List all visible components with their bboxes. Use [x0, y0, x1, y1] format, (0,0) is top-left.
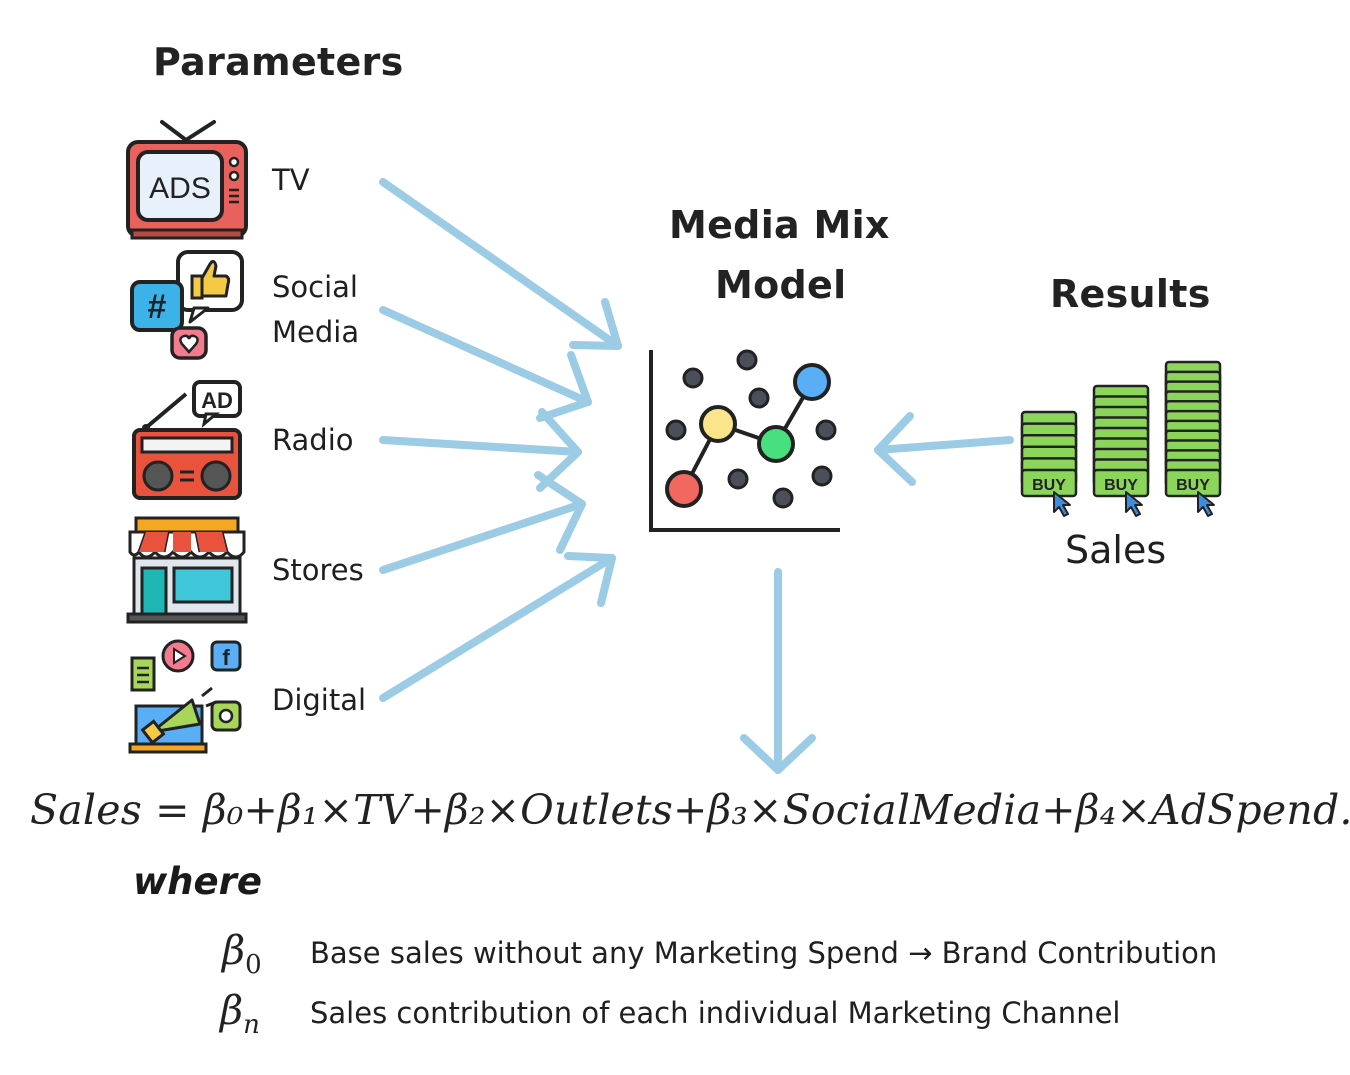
tv-ads-icon: ADS: [126, 118, 248, 242]
arrow-results: [874, 436, 1014, 454]
arrowhead-digital: [564, 552, 616, 607]
buy-stack-3: BUY: [1164, 360, 1222, 517]
arrow-stores: [379, 500, 586, 574]
model-title-line2: Model: [715, 263, 847, 307]
social-media-icon: #: [128, 248, 246, 370]
arrowhead-social: [536, 351, 592, 422]
param-label-tv: TV: [272, 163, 310, 197]
buy-stack-1: BUY: [1020, 410, 1078, 517]
where-label: where: [133, 860, 262, 903]
svg-text:f: f: [222, 645, 230, 670]
buy-stack-icon: BUY BUY BUY: [1018, 358, 1228, 522]
model-title-line1: Media Mix: [669, 203, 890, 247]
store-icon: [126, 516, 248, 626]
buy-stack-2: BUY: [1092, 384, 1150, 517]
cursor-icon: [1125, 491, 1143, 517]
cursor-icon: [1197, 491, 1215, 517]
buy-text: BUY: [1104, 477, 1138, 494]
sales-label: Sales: [1065, 528, 1167, 572]
param-label-stores: Stores: [272, 553, 364, 587]
param-label-digital: Digital: [272, 683, 367, 717]
digital-marketing-icon: f: [128, 638, 246, 758]
svg-text:AD: AD: [201, 388, 233, 413]
arrowhead-radio: [536, 408, 582, 492]
tv-ads-text: ADS: [149, 172, 211, 205]
parameters-title: Parameters: [153, 40, 404, 84]
arrow-social: [379, 306, 592, 406]
arrowhead-down: [740, 734, 816, 774]
buy-text: BUY: [1032, 477, 1066, 494]
param-label-radio: Radio: [272, 423, 354, 457]
param-label-social-media: Social Media: [272, 270, 360, 349]
arrowhead-tv: [569, 298, 622, 350]
beta-n-symbol: βn: [220, 988, 260, 1040]
results-title: Results: [1050, 272, 1211, 316]
arrow-tv: [379, 178, 622, 350]
buy-text: BUY: [1176, 477, 1210, 494]
arrow-digital: [379, 554, 616, 702]
svg-text:#: #: [148, 288, 167, 326]
scatter-chart-icon: [646, 346, 846, 536]
cursor-icon: [1053, 491, 1071, 517]
arrowhead-stores: [534, 471, 586, 554]
beta-0-description: Base sales without any Marketing Spend →…: [310, 936, 1218, 970]
arrow-radio: [379, 436, 582, 456]
beta-n-description: Sales contribution of each individual Ma…: [310, 996, 1121, 1030]
beta-0-symbol: β0: [222, 928, 262, 980]
formula: Sales = β₀+β₁×TV+β₂×Outlets+β₃×SocialMed…: [30, 786, 1350, 834]
arrowhead-results: [874, 412, 916, 486]
radio-icon: AD: [130, 380, 244, 502]
